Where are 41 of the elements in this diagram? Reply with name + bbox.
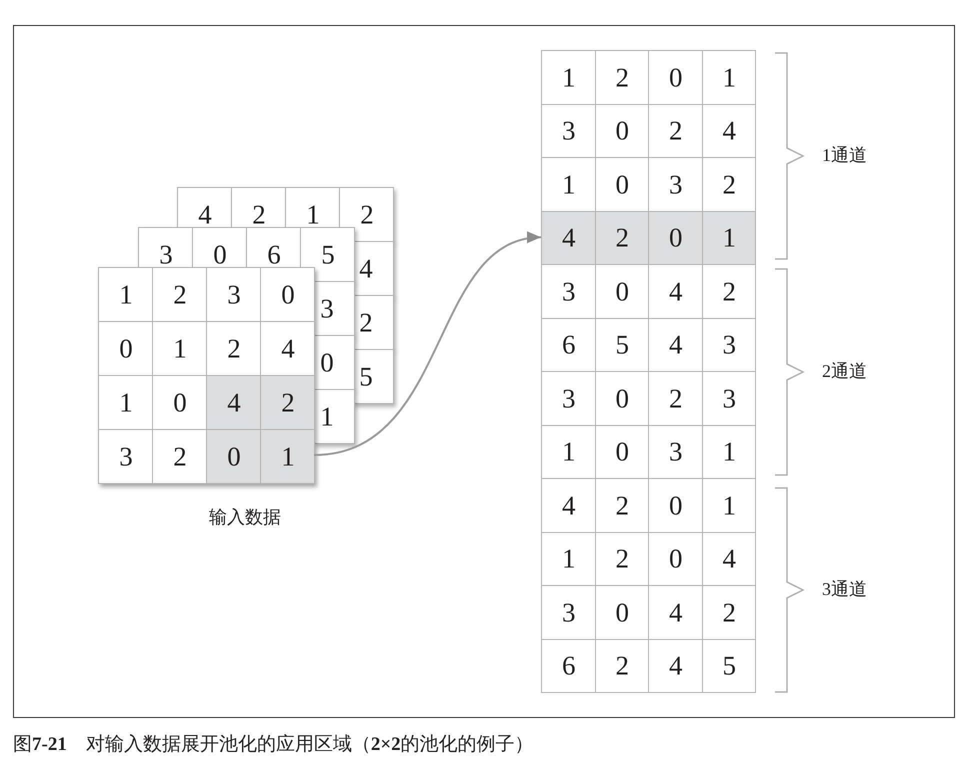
- table-row: [541, 264, 756, 318]
- table-row: [541, 157, 756, 212]
- curved-arrow: [314, 234, 542, 456]
- matrix-cell: 0: [314, 335, 355, 390]
- matrix-cell: 4: [206, 375, 261, 430]
- table-row: [541, 104, 756, 158]
- matrix-cell: 0: [192, 227, 247, 268]
- matrix-cell: 4: [177, 187, 232, 228]
- matrix-cell: 5: [353, 349, 394, 404]
- matrix-cell: 3: [98, 429, 153, 484]
- matrix-cell: 2: [339, 187, 394, 242]
- matrix-cell: 1: [314, 389, 355, 444]
- matrix-cell: 1: [285, 187, 340, 228]
- matrix-cell: 2: [260, 375, 315, 430]
- matrix-cell: 3: [314, 281, 355, 336]
- bracket-label: 3通道: [822, 579, 867, 601]
- table-row: [541, 585, 756, 640]
- matrix-cell: 2: [231, 187, 286, 228]
- table-row: [541, 638, 756, 693]
- matrix-cell: 5: [300, 227, 355, 282]
- matrix-cell: 1: [260, 429, 315, 484]
- table-row: [541, 532, 756, 586]
- bracket-label: 1通道: [822, 145, 867, 167]
- matrix: [98, 267, 315, 484]
- bracket-label: 2通道: [822, 361, 867, 383]
- matrix-cell: 0: [260, 267, 315, 322]
- table-row: [541, 318, 756, 372]
- matrix-caption: 输入数据: [209, 507, 281, 529]
- matrix-cell: 6: [246, 227, 301, 268]
- matrix-cell: 4: [353, 241, 394, 296]
- matrix-cell: 1: [98, 267, 153, 322]
- table-row: [541, 210, 756, 265]
- table-row: [541, 50, 756, 104]
- table-row: [541, 424, 756, 479]
- highlight-block: [206, 375, 315, 484]
- matrix-cell: 0: [206, 429, 261, 484]
- table-row: [541, 371, 756, 426]
- matrix-cell: 2: [353, 295, 394, 350]
- figure-caption: 图7-21 对输入数据展开池化的应用区域（2×2的池化的例子）: [13, 734, 534, 757]
- table-row: [541, 478, 756, 532]
- matrix-cell: 3: [138, 227, 193, 268]
